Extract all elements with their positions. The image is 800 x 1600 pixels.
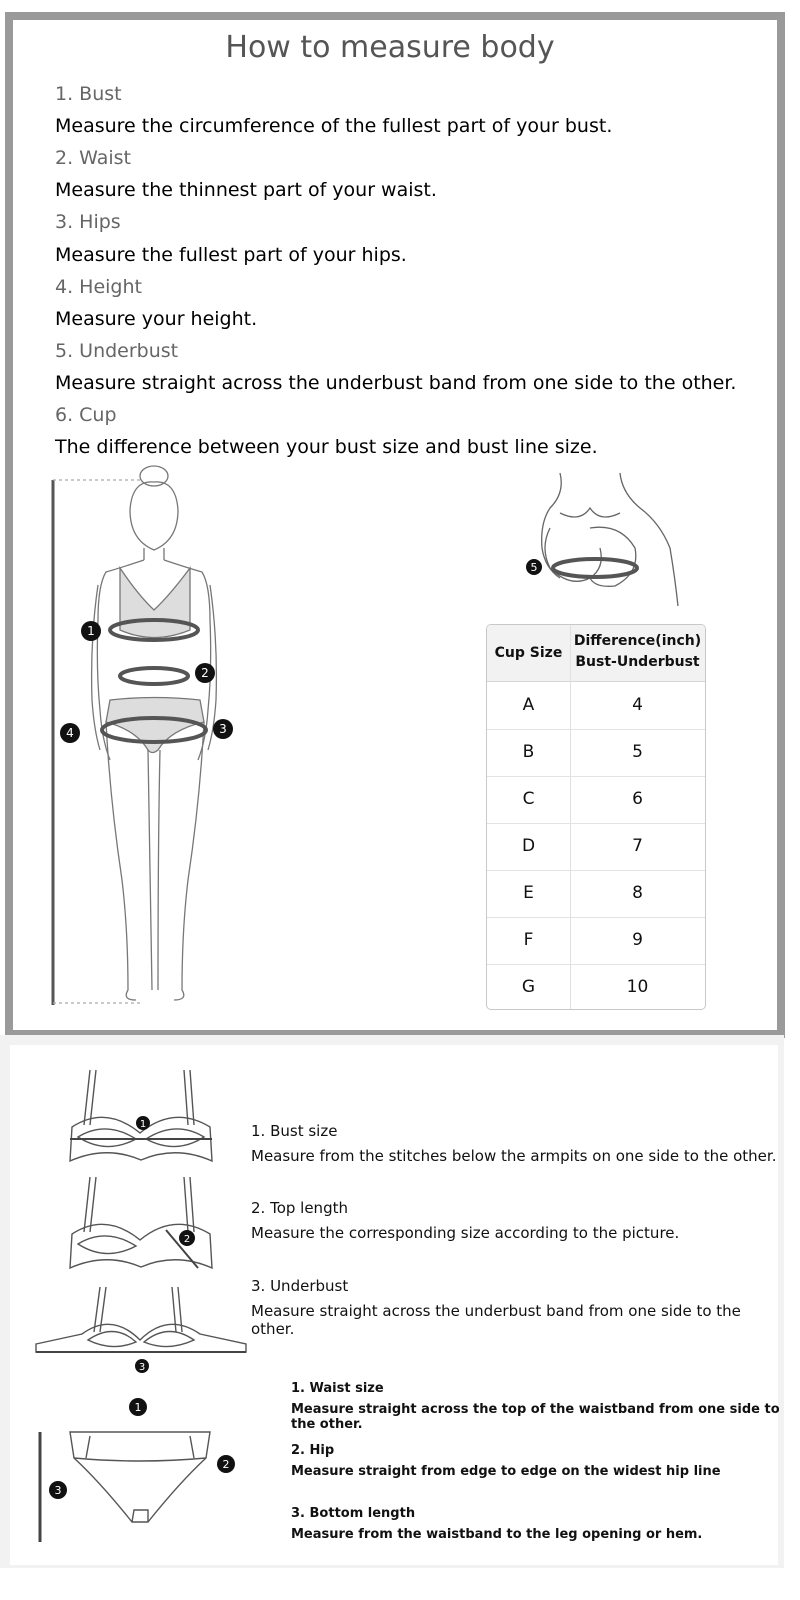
bra-bust-size-description: Measure from the stitches below the armp…	[251, 1147, 777, 1165]
header-difference: Difference(inch) Bust-Underbust	[570, 631, 705, 673]
header-difference-line1: Difference(inch)	[573, 633, 702, 649]
bra-bust-size-illustration: 1	[69, 1069, 213, 1163]
panty-waist-description: Measure straight across the top of the w…	[291, 1402, 780, 1432]
underbust-illustration: 5	[526, 472, 679, 607]
cup-cell: G	[521, 977, 536, 997]
waist-description: Measure the thinnest part of your waist.	[55, 179, 437, 201]
header-cup-size: Cup Size	[494, 645, 563, 661]
cup-cell: F	[523, 930, 534, 950]
cup-cell: E	[523, 883, 534, 903]
panty-hip-description: Measure straight from edge to edge on th…	[291, 1464, 721, 1479]
bra-top-length-description: Measure the corresponding size according…	[251, 1224, 680, 1242]
table-row: G 10	[487, 964, 705, 1009]
panty-length-heading: 3. Bottom length	[291, 1506, 416, 1521]
diff-cell: 8	[632, 883, 643, 903]
diff-cell: 10	[626, 977, 649, 997]
diff-cell: 9	[632, 930, 643, 950]
marker-4: 4	[66, 726, 74, 740]
bra-marker-1: 1	[140, 1119, 146, 1130]
panty-waist-heading: 1. Waist size	[291, 1381, 384, 1396]
diff-cell: 5	[632, 742, 643, 762]
cup-cell: C	[522, 789, 535, 809]
marker-5: 5	[531, 561, 538, 574]
bra-underbust-description: Measure straight across the underbust ba…	[251, 1302, 741, 1338]
page-title: How to measure body	[225, 30, 555, 65]
panty-marker-2: 2	[223, 1458, 230, 1471]
header-difference-line2: Bust-Underbust	[575, 654, 700, 670]
body-figure-illustration: 1 2 3 4	[51, 465, 233, 1005]
bra-bust-size-heading: 1. Bust size	[251, 1122, 338, 1140]
cup-heading: 6. Cup	[55, 404, 117, 426]
hips-description: Measure the fullest part of your hips.	[55, 244, 407, 266]
panty-illustration: 1 2 3	[38, 1398, 235, 1542]
bra-top-length-heading: 2. Top length	[251, 1199, 348, 1217]
hips-heading: 3. Hips	[55, 211, 121, 233]
panty-marker-3: 3	[55, 1484, 62, 1497]
table-header: Cup Size Difference(inch) Bust-Underbust	[487, 625, 705, 682]
bust-heading: 1. Bust	[55, 83, 122, 105]
bra-underbust-heading: 3. Underbust	[251, 1277, 349, 1295]
bra-top-length-illustration: 2	[69, 1176, 213, 1270]
bra-marker-2: 2	[184, 1234, 190, 1245]
panty-length-description: Measure from the waistband to the leg op…	[291, 1527, 703, 1542]
panty-hip-heading: 2. Hip	[291, 1443, 335, 1458]
bra-marker-3: 3	[139, 1362, 145, 1373]
cup-cell: B	[522, 742, 535, 762]
marker-3: 3	[219, 722, 227, 736]
cup-cell: A	[522, 695, 535, 715]
waist-heading: 2. Waist	[55, 147, 132, 169]
marker-2: 2	[201, 666, 209, 680]
diff-cell: 7	[632, 836, 643, 856]
cup-size-table: Cup Size Difference(inch) Bust-Underbust…	[486, 624, 706, 1010]
underbust-heading: 5. Underbust	[55, 340, 179, 362]
marker-1: 1	[87, 624, 95, 638]
cup-description: The difference between your bust size an…	[55, 436, 598, 458]
bust-description: Measure the circumference of the fullest…	[55, 115, 613, 137]
height-heading: 4. Height	[55, 276, 142, 298]
bra-underbust-illustration: 3	[35, 1286, 247, 1373]
height-description: Measure your height.	[55, 308, 258, 330]
panty-marker-1: 1	[135, 1401, 142, 1414]
underbust-description: Measure straight across the underbust ba…	[55, 372, 737, 394]
diff-cell: 4	[632, 695, 643, 715]
cup-cell: D	[521, 836, 536, 856]
diff-cell: 6	[632, 789, 643, 809]
